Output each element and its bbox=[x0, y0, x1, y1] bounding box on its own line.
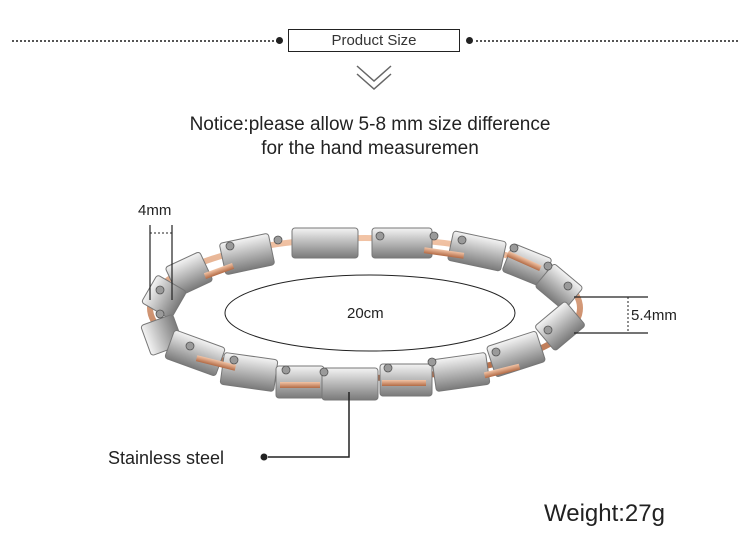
width-label: 4mm bbox=[138, 202, 172, 219]
weight-label: Weight:27g bbox=[544, 500, 665, 527]
header-dotted-line-left bbox=[12, 40, 278, 42]
material-label: Stainless steel bbox=[108, 448, 225, 468]
header-dot-left bbox=[276, 37, 283, 44]
header-dot-right bbox=[466, 37, 473, 44]
diameter-label: 20cm bbox=[347, 305, 384, 322]
header-dotted-line-right bbox=[476, 40, 738, 42]
notice-line-1: Notice:please allow 5-8 mm size differen… bbox=[189, 114, 551, 135]
notice-line-2: for the hand measuremen bbox=[261, 138, 479, 159]
thickness-label: 5.4mm bbox=[631, 307, 677, 324]
chevron-down-icon bbox=[356, 65, 392, 91]
notice-text: Notice:please allow 5-8 mm size differen… bbox=[0, 113, 740, 161]
page-title: Product Size bbox=[288, 29, 460, 52]
